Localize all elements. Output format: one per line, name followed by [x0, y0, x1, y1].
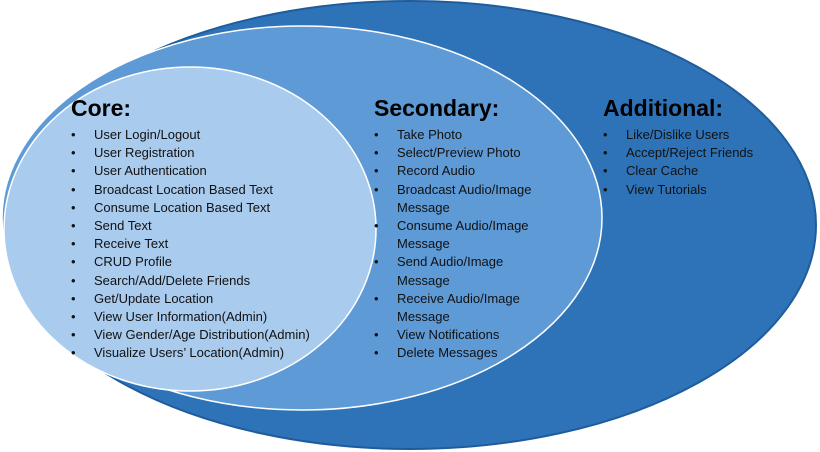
list-item: Accept/Reject Friends [603, 144, 803, 162]
list-item: User Registration [71, 144, 351, 162]
secondary-section: Secondary: Take PhotoSelect/Preview Phot… [374, 95, 574, 363]
list-item: Send Audio/Image Message [374, 253, 557, 289]
core-section: Core: User Login/LogoutUser Registration… [71, 95, 351, 363]
list-item: User Authentication [71, 162, 351, 180]
list-item: CRUD Profile [71, 253, 351, 271]
list-item: Send Text [71, 217, 351, 235]
list-item: View Tutorials [603, 181, 803, 199]
list-item: Broadcast Audio/Image Message [374, 181, 557, 217]
additional-list: Like/Dislike UsersAccept/Reject FriendsC… [603, 126, 803, 199]
secondary-list: Take PhotoSelect/Preview PhotoRecord Aud… [374, 126, 574, 363]
core-list: User Login/LogoutUser RegistrationUser A… [71, 126, 351, 363]
additional-section: Additional: Like/Dislike UsersAccept/Rej… [603, 95, 803, 199]
list-item: Clear Cache [603, 162, 803, 180]
list-item: Record Audio [374, 162, 557, 180]
core-title: Core: [71, 95, 132, 121]
list-item: Like/Dislike Users [603, 126, 803, 144]
secondary-title: Secondary: [374, 95, 500, 121]
list-item: Receive Audio/Image Message [374, 290, 557, 326]
list-item: Consume Location Based Text [71, 199, 351, 217]
list-item: Take Photo [374, 126, 557, 144]
list-item: View User Information(Admin) [71, 308, 351, 326]
list-item: Visualize Users’ Location(Admin) [71, 344, 351, 362]
list-item: View Notifications [374, 326, 557, 344]
list-item: Broadcast Location Based Text [71, 181, 351, 199]
list-item: Receive Text [71, 235, 351, 253]
additional-title: Additional: [603, 95, 724, 121]
list-item: Search/Add/Delete Friends [71, 272, 351, 290]
list-item: Select/Preview Photo [374, 144, 557, 162]
list-item: View Gender/Age Distribution(Admin) [71, 326, 351, 344]
list-item: Consume Audio/Image Message [374, 217, 557, 253]
list-item: Delete Messages [374, 344, 557, 362]
list-item: User Login/Logout [71, 126, 351, 144]
list-item: Get/Update Location [71, 290, 351, 308]
